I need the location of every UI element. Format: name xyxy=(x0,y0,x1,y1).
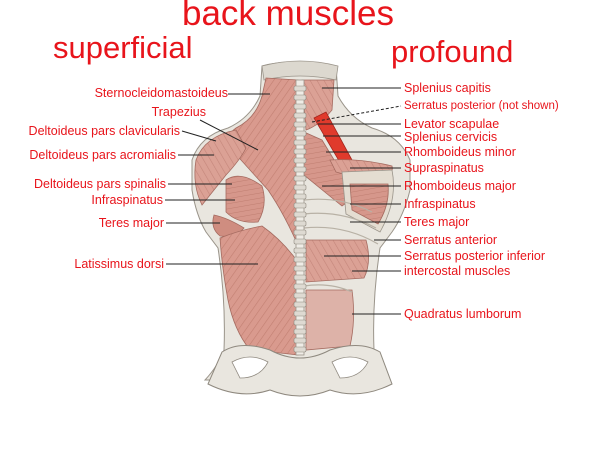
vertebra xyxy=(293,193,307,200)
label-trapezius: Trapezius xyxy=(151,105,206,119)
vertebra xyxy=(293,202,307,209)
pelvis xyxy=(207,345,393,397)
infraspinatus-muscle xyxy=(225,175,265,223)
vertebra xyxy=(293,112,307,119)
label-serratus-posterior-not-shown: Serratus posterior (not shown) xyxy=(404,100,559,112)
spine xyxy=(293,79,307,356)
vertebra xyxy=(293,346,307,353)
label-intercostal-muscles: intercostal muscles xyxy=(404,264,511,278)
label-quadratus-lumborum: Quadratus lumborum xyxy=(404,307,522,321)
vertebra xyxy=(293,301,307,308)
label-latissimus-dorsi: Latissimus dorsi xyxy=(74,257,164,271)
vertebra xyxy=(293,328,307,335)
profound-header: profound xyxy=(391,34,514,69)
quadratus-lumborum-muscle xyxy=(305,289,354,351)
label-rhomboideus-minor: Rhomboideus minor xyxy=(404,145,516,159)
vertebra xyxy=(293,175,307,182)
vertebra xyxy=(293,184,307,191)
label-teres-major-superficial: Teres major xyxy=(98,216,164,230)
vertebra xyxy=(293,211,307,218)
label-rhomboideus-major: Rhomboideus major xyxy=(404,179,516,193)
label-deltoideus-pars-spinalis: Deltoideus pars spinalis xyxy=(33,177,166,191)
label-teres-major-profound: Teres major xyxy=(404,215,470,229)
label-deltoideus-pars-clavicularis: Deltoideus pars clavicularis xyxy=(28,124,180,138)
vertebra xyxy=(293,238,307,245)
vertebra xyxy=(293,103,307,110)
vertebra xyxy=(293,130,307,137)
vertebra xyxy=(293,157,307,164)
label-supraspinatus: Supraspinatus xyxy=(404,161,484,175)
label-levator-scapulae: Levator scapulae xyxy=(404,117,500,131)
vertebra xyxy=(293,148,307,155)
label-deltoideus-pars-acromialis: Deltoideus pars acromialis xyxy=(29,148,176,162)
label-infraspinatus-profound: Infraspinatus xyxy=(404,197,476,211)
vertebra xyxy=(293,256,307,263)
vertebra xyxy=(293,220,307,227)
vertebra xyxy=(293,139,307,146)
deltoid-muscle xyxy=(194,129,247,206)
superficial-muscles xyxy=(194,77,301,356)
label-serratus-anterior: Serratus anterior xyxy=(404,233,498,247)
vertebra xyxy=(293,265,307,272)
vertebra xyxy=(293,247,307,254)
leader-lines xyxy=(165,87,402,315)
vertebra xyxy=(293,319,307,326)
vertebra xyxy=(293,310,307,317)
occipital-bone xyxy=(261,60,339,81)
vertebra xyxy=(293,292,307,299)
label-splenius-cervicis: Splenius cervicis xyxy=(404,130,498,144)
vertebra xyxy=(293,85,307,92)
ribs xyxy=(303,198,379,293)
vertebra xyxy=(293,283,307,290)
label-serratus-posterior-inferior: Serratus posterior inferior xyxy=(404,249,546,263)
diagram-title: back muscles xyxy=(182,0,395,33)
vertebra xyxy=(293,337,307,344)
superficial-header: superficial xyxy=(53,30,193,65)
label-infraspinatus-superficial: Infraspinatus xyxy=(91,193,163,207)
vertebra xyxy=(293,94,307,101)
vertebra xyxy=(293,274,307,281)
vertebra xyxy=(293,166,307,173)
label-splenius-capitis: Splenius capitis xyxy=(404,81,491,95)
serratus-posterior-inferior-muscle xyxy=(305,239,369,283)
vertebra xyxy=(293,229,307,236)
label-sternocleidomastoideus: Sternocleidomastoideus xyxy=(94,86,228,100)
vertebra xyxy=(293,121,307,128)
